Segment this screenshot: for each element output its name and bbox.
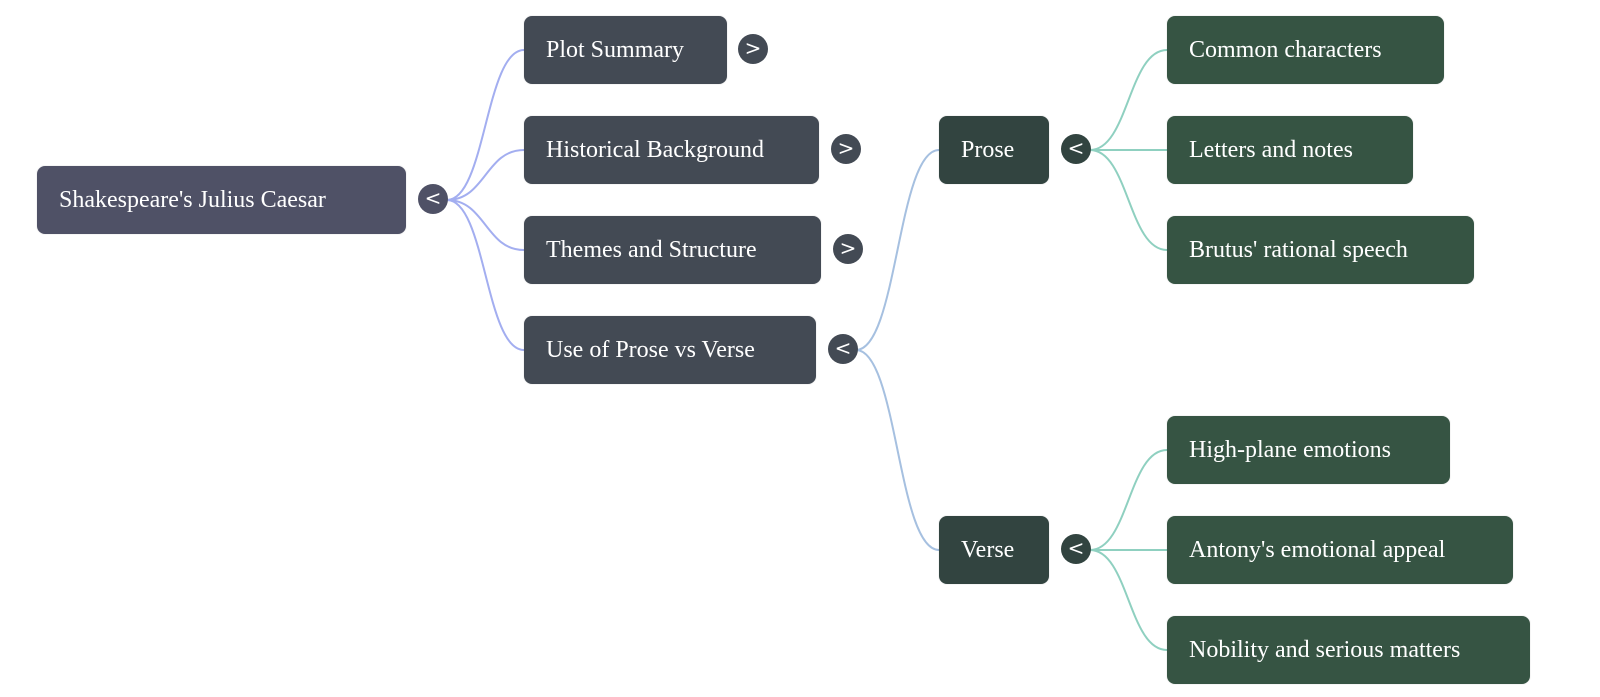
node-label: Themes and Structure xyxy=(546,237,757,263)
node-label: Nobility and serious matters xyxy=(1189,637,1461,663)
node-label: Letters and notes xyxy=(1189,137,1353,163)
edge-prose-leaf-2 xyxy=(1089,149,1168,251)
edge-to-verse xyxy=(855,349,940,551)
edge-root-to-branch-2 xyxy=(446,199,525,251)
node-label: Plot Summary xyxy=(546,37,685,63)
collapse-icon[interactable]: < xyxy=(1061,534,1091,564)
node-nobility-and-serious-matters[interactable]: Nobility and serious matters xyxy=(1167,616,1530,684)
node-themes-and-structure[interactable]: Themes and Structure xyxy=(524,216,821,284)
edge-root-to-branch-1 xyxy=(446,149,525,201)
edge-root-to-branch-3 xyxy=(446,199,525,351)
node-antonys-emotional-appeal[interactable]: Antony's emotional appeal xyxy=(1167,516,1513,584)
node-historical-background[interactable]: Historical Background xyxy=(524,116,819,184)
edge-prose-leaf-0 xyxy=(1089,49,1168,151)
node-prose[interactable]: Prose xyxy=(939,116,1049,184)
node-label: Common characters xyxy=(1189,37,1382,63)
edge-verse-leaf-2 xyxy=(1089,549,1168,651)
expand-icon[interactable]: > xyxy=(738,34,768,64)
edge-verse-leaf-0 xyxy=(1089,449,1168,551)
node-label: Prose xyxy=(961,137,1015,163)
node-brutus-rational-speech[interactable]: Brutus' rational speech xyxy=(1167,216,1474,284)
expand-icon[interactable]: > xyxy=(833,234,863,264)
node-letters-and-notes[interactable]: Letters and notes xyxy=(1167,116,1413,184)
collapse-icon[interactable]: < xyxy=(1061,134,1091,164)
expand-icon[interactable]: > xyxy=(831,134,861,164)
node-common-characters[interactable]: Common characters xyxy=(1167,16,1444,84)
node-plot-summary[interactable]: Plot Summary xyxy=(524,16,727,84)
node-label: Use of Prose vs Verse xyxy=(546,337,755,363)
node-high-plane-emotions[interactable]: High-plane emotions xyxy=(1167,416,1450,484)
node-label: Historical Background xyxy=(546,137,764,163)
node-use-of-prose-vs-verse[interactable]: Use of Prose vs Verse xyxy=(524,316,816,384)
collapse-icon[interactable]: < xyxy=(418,184,448,214)
node-label: High-plane emotions xyxy=(1189,437,1391,463)
node-label: Verse xyxy=(961,537,1015,563)
edge-root-to-branch-0 xyxy=(446,49,525,201)
root-label: Shakespeare's Julius Caesar xyxy=(59,187,326,213)
node-label: Brutus' rational speech xyxy=(1189,237,1408,263)
collapse-icon[interactable]: < xyxy=(828,334,858,364)
root-node[interactable]: Shakespeare's Julius Caesar xyxy=(37,166,406,234)
node-label: Antony's emotional appeal xyxy=(1189,537,1446,563)
edge-to-prose xyxy=(855,149,940,351)
node-verse[interactable]: Verse xyxy=(939,516,1049,584)
